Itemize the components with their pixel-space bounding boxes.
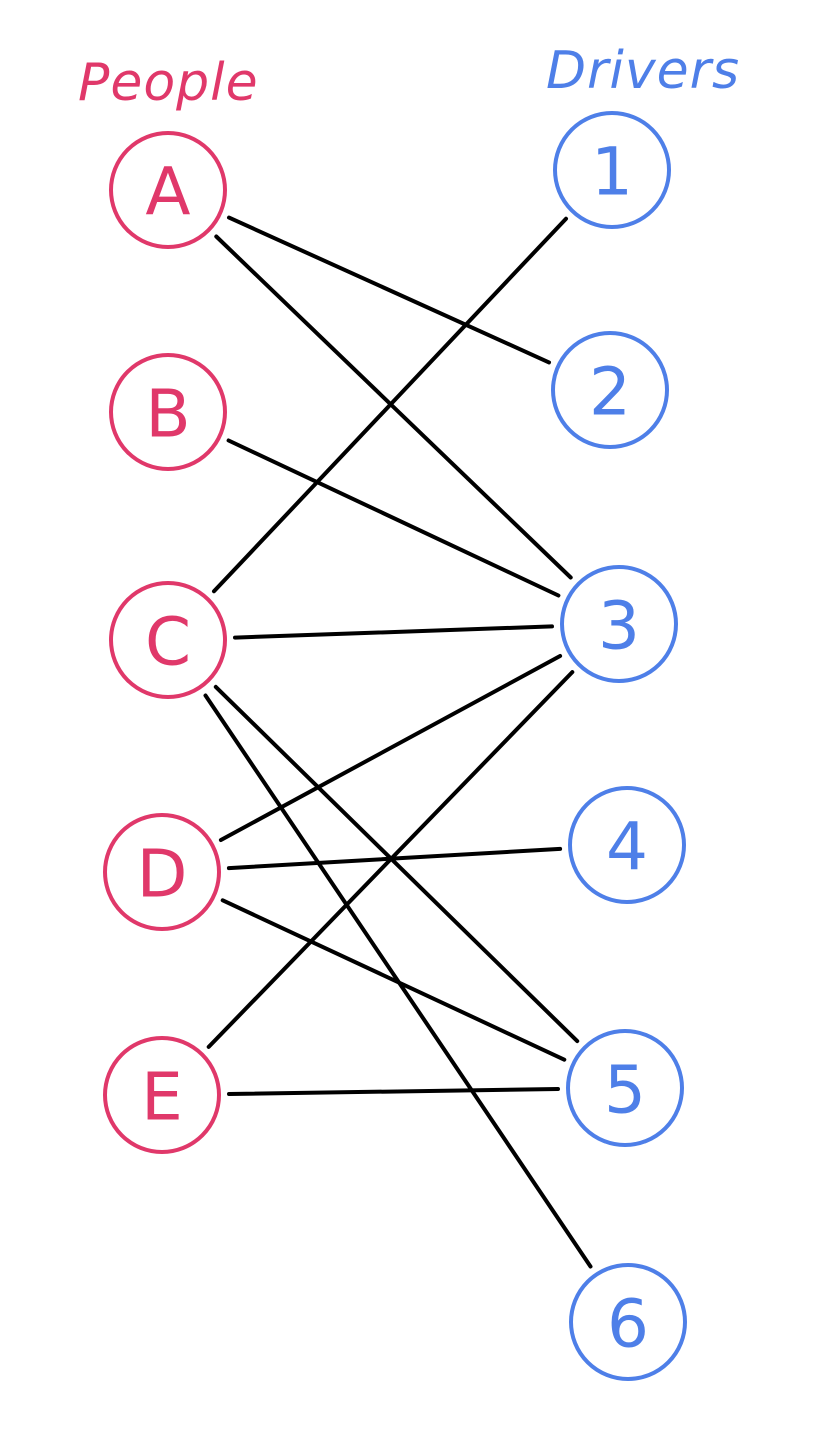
driver-node-circle — [566, 1029, 684, 1147]
driver-node-circle — [569, 1263, 687, 1381]
drivers-header: Drivers — [546, 41, 740, 101]
driver-node-label: 2 — [589, 354, 631, 431]
driver-node-label: 1 — [591, 134, 633, 211]
person-node-circle — [109, 131, 227, 249]
driver-node-3: 3 — [560, 565, 678, 683]
person-node-a: A — [109, 131, 227, 249]
person-node-label: E — [141, 1059, 183, 1136]
person-node-circle — [103, 1036, 221, 1154]
driver-node-4: 4 — [568, 786, 686, 904]
person-node-e: E — [103, 1036, 221, 1154]
edge-D-3 — [218, 654, 563, 842]
person-node-c: C — [109, 581, 227, 699]
person-node-label: B — [145, 376, 190, 453]
person-node-label: C — [145, 604, 191, 681]
edge-B-3 — [226, 438, 561, 598]
driver-node-6: 6 — [569, 1263, 687, 1381]
driver-node-circle — [560, 565, 678, 683]
driver-node-circle — [568, 786, 686, 904]
nodes-layer: A B C D E 1 2 3 4 5 6 — [103, 111, 687, 1381]
people-header: People — [78, 53, 259, 113]
driver-node-label: 4 — [606, 809, 648, 886]
person-node-circle — [109, 353, 227, 471]
edges-layer — [203, 215, 593, 1269]
driver-node-5: 5 — [566, 1029, 684, 1147]
edge-C-5 — [213, 684, 580, 1044]
person-node-label: A — [145, 154, 190, 231]
driver-node-circle — [553, 111, 671, 229]
edge-C-3 — [233, 624, 554, 640]
edge-A-2 — [227, 215, 551, 365]
person-node-b: B — [109, 353, 227, 471]
edge-C-1 — [212, 216, 568, 594]
driver-node-label: 3 — [598, 588, 640, 665]
driver-node-1: 1 — [553, 111, 671, 229]
edge-D-4 — [226, 846, 563, 871]
driver-node-label: 5 — [604, 1052, 646, 1129]
person-node-circle — [103, 813, 221, 931]
driver-node-circle — [551, 331, 669, 449]
driver-node-label: 6 — [607, 1286, 649, 1363]
person-node-d: D — [103, 813, 221, 931]
edge-E-3 — [206, 670, 575, 1049]
edge-D-5 — [220, 898, 567, 1062]
driver-node-2: 2 — [551, 331, 669, 449]
edge-E-5 — [227, 1087, 560, 1096]
edge-A-3 — [214, 234, 573, 580]
person-node-label: D — [137, 836, 188, 913]
person-node-circle — [109, 581, 227, 699]
